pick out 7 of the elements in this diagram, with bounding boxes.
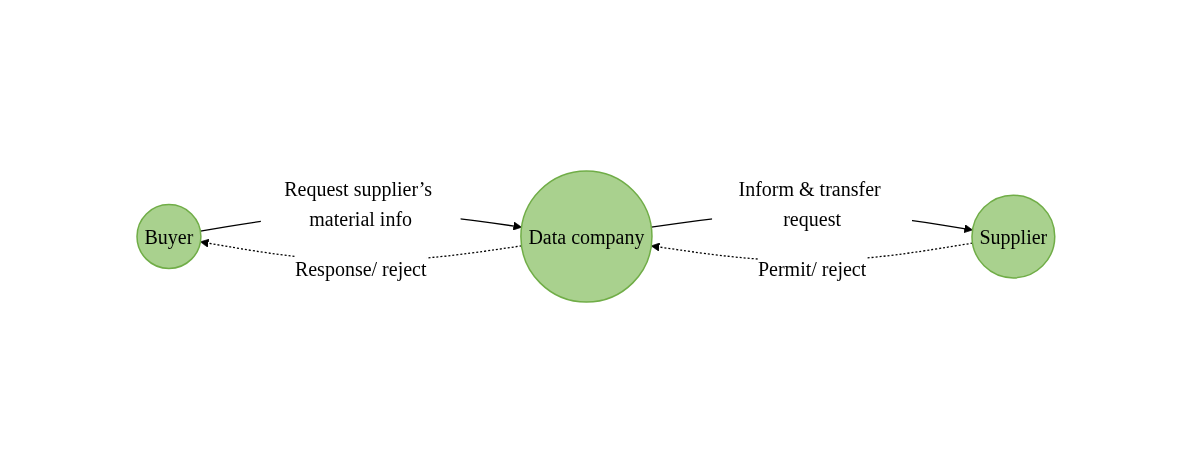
node-circle: Buyer	[136, 204, 202, 270]
node-circle: Data company	[520, 170, 653, 304]
edge-label: Response/ reject	[295, 258, 427, 281]
node-circle: Supplier	[971, 194, 1056, 280]
edge-label: Request supplier’s material info	[284, 178, 433, 231]
edge-label: Permit/ reject	[758, 258, 867, 281]
edge-label: Inform & transfer request	[738, 178, 881, 231]
